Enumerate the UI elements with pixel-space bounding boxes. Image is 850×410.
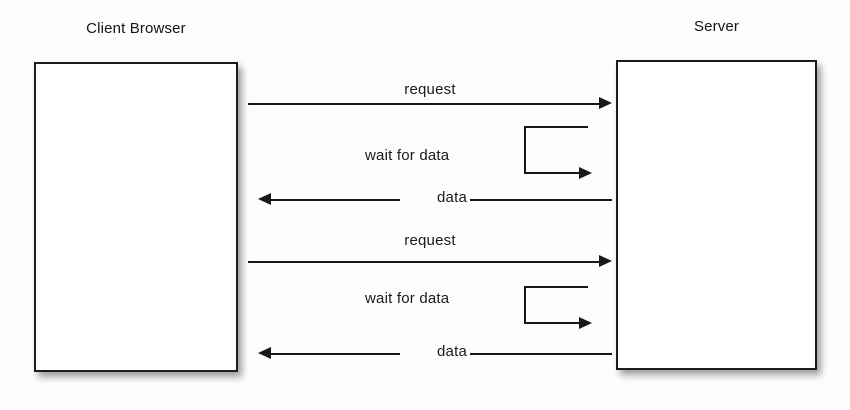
self-loop-left-segment <box>524 286 526 324</box>
message-label-request-1: request <box>404 81 456 98</box>
self-loop-bottom-segment <box>524 172 581 174</box>
message-label-data-2: data <box>400 343 504 360</box>
arrow-head-right-icon <box>599 97 612 109</box>
arrow-head-left-icon <box>258 193 271 205</box>
self-loop-left-segment <box>524 126 526 174</box>
message-line-request-2 <box>248 261 600 263</box>
message-line-data-2-right <box>470 353 612 355</box>
self-loop-bottom-segment <box>524 322 581 324</box>
participant-label-server: Server <box>693 18 740 35</box>
message-line-data-1-right <box>470 199 612 201</box>
message-label-wait-for-data-2: wait for data <box>365 290 450 307</box>
message-line-data-1-left <box>270 199 423 201</box>
participant-box-client <box>34 62 238 372</box>
participant-box-server <box>616 60 817 370</box>
participant-label-client: Client Browser <box>86 20 186 37</box>
message-line-data-2-left <box>270 353 423 355</box>
message-line-request-1 <box>248 103 600 105</box>
arrow-head-right-icon <box>599 255 612 267</box>
arrow-head-right-icon <box>579 317 592 329</box>
self-loop-top-segment <box>524 126 588 128</box>
arrow-head-right-icon <box>579 167 592 179</box>
message-label-wait-for-data-1: wait for data <box>365 147 450 164</box>
message-label-data-1: data <box>400 189 504 206</box>
arrow-head-left-icon <box>258 347 271 359</box>
message-label-request-2: request <box>404 232 456 249</box>
self-loop-top-segment <box>524 286 588 288</box>
